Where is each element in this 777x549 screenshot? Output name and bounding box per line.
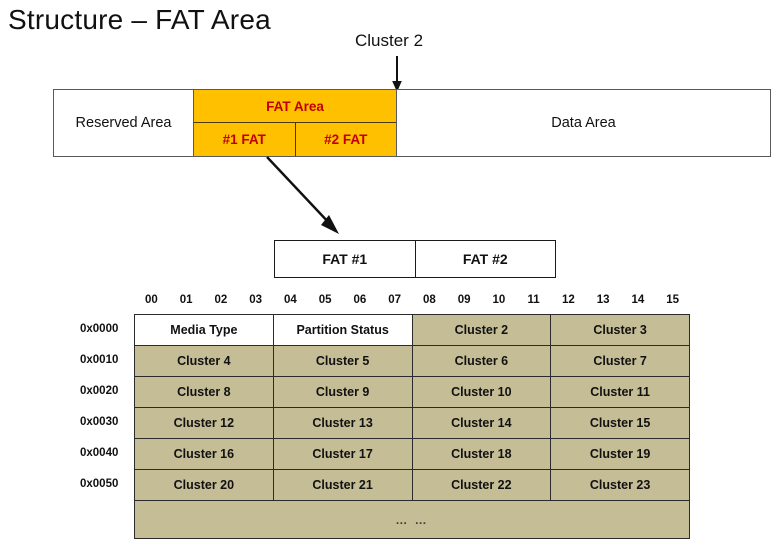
table-cell[interactable]: Cluster 14 xyxy=(411,407,552,439)
fat2-block[interactable]: #2 FAT xyxy=(296,123,397,156)
table-cell[interactable]: Cluster 17 xyxy=(272,438,413,470)
table-cell[interactable]: Cluster 19 xyxy=(550,438,690,470)
table-cell[interactable]: Cluster 12 xyxy=(134,407,274,439)
row-offset-label-0x0050: 0x0050 xyxy=(80,477,119,490)
column-header-13: 13 xyxy=(596,294,610,306)
data-area-label: Data Area xyxy=(551,115,616,131)
disk-structure-bar: Reserved Area FAT Area #1 FAT #2 FAT Dat… xyxy=(53,89,771,157)
column-header-05: 05 xyxy=(318,294,332,306)
row-offset-label-0x0030: 0x0030 xyxy=(80,415,119,428)
reserved-area-label: Reserved Area xyxy=(75,115,172,131)
table-cell[interactable]: Cluster 15 xyxy=(550,407,690,439)
table-cell[interactable]: Cluster 9 xyxy=(272,376,413,408)
column-header-08: 08 xyxy=(422,294,436,306)
fat-area-halves: #1 FAT #2 FAT xyxy=(194,123,396,156)
row-offset-label-0x0040: 0x0040 xyxy=(80,446,119,459)
table-cell[interactable]: Cluster 11 xyxy=(550,376,690,408)
row-offset-label-0x0010: 0x0010 xyxy=(80,353,119,366)
table-cell[interactable]: Cluster 5 xyxy=(272,345,413,377)
fat-pair-fat1-label: FAT #1 xyxy=(322,251,368,267)
row-offset-label-0x0020: 0x0020 xyxy=(80,384,119,397)
fat-pair-fat2-label: FAT #2 xyxy=(462,251,508,267)
table-cell[interactable]: Cluster 6 xyxy=(411,345,552,377)
fat-offset-table-wrapper: 00 01 02 03 04 05 06 07 08 09 10 11 12 13 14 15 Media T… xyxy=(80,294,692,539)
table-cell[interactable]: Cluster 20 xyxy=(134,469,274,501)
reserved-area-block[interactable]: Reserved Area xyxy=(54,90,194,156)
column-header-00: 00 xyxy=(144,294,158,306)
table-cell[interactable]: Cluster 4 xyxy=(134,345,274,377)
column-header-10: 10 xyxy=(492,294,506,306)
column-header-11: 11 xyxy=(527,294,540,306)
table-cell[interactable]: Cluster 8 xyxy=(134,376,274,408)
table-cell[interactable]: Cluster 7 xyxy=(550,345,690,377)
continuation-cell: … … xyxy=(134,500,690,539)
table-cell[interactable]: Partition Status xyxy=(272,314,413,346)
table-row-continuation: … … xyxy=(134,500,690,539)
fat1-block[interactable]: #1 FAT xyxy=(194,123,296,156)
diagonal-arrow-icon xyxy=(266,156,339,234)
column-header-01: 01 xyxy=(179,294,193,306)
column-header-06: 06 xyxy=(353,294,367,306)
fat-pair-cell-fat1[interactable]: FAT #1 xyxy=(275,241,416,277)
table-cell[interactable]: Cluster 10 xyxy=(411,376,552,408)
table-cell[interactable]: Cluster 18 xyxy=(411,438,552,470)
data-area-block[interactable]: Data Area xyxy=(397,90,770,156)
column-header-12: 12 xyxy=(561,294,575,306)
column-header-14: 14 xyxy=(631,294,645,306)
page-title: Structure – FAT Area xyxy=(8,4,271,35)
column-header-row: 00 01 02 03 04 05 06 07 08 09 10 11 12 13 14 15 xyxy=(134,294,690,314)
fat-area-block[interactable]: FAT Area #1 FAT #2 FAT xyxy=(194,90,397,156)
column-header-03: 03 xyxy=(249,294,263,306)
down-arrow-icon xyxy=(392,56,402,92)
fat-area-label: FAT Area xyxy=(266,98,324,114)
table-cell[interactable]: Cluster 23 xyxy=(550,469,690,501)
table-cell[interactable]: Cluster 3 xyxy=(550,314,690,346)
table-cell[interactable]: Cluster 21 xyxy=(272,469,413,501)
fat2-label: #2 FAT xyxy=(324,132,368,147)
cluster2-callout-label: Cluster 2 xyxy=(355,31,424,50)
table-cell[interactable]: Cluster 22 xyxy=(411,469,552,501)
fat1-label: #1 FAT xyxy=(222,132,266,147)
fat-pair-cell-fat2[interactable]: FAT #2 xyxy=(416,241,556,277)
column-header-07: 07 xyxy=(388,294,402,306)
table-cell[interactable]: Cluster 13 xyxy=(272,407,413,439)
fat-area-title: FAT Area xyxy=(194,90,396,123)
column-header-09: 09 xyxy=(457,294,471,306)
table-cell[interactable]: Cluster 2 xyxy=(411,314,552,346)
column-header-15: 15 xyxy=(666,294,680,306)
table-cell[interactable]: Cluster 16 xyxy=(134,438,274,470)
column-header-02: 02 xyxy=(214,294,228,306)
fat-pair-box: FAT #1 FAT #2 xyxy=(274,240,556,278)
row-offset-label-0x0000: 0x0000 xyxy=(80,322,119,335)
table-cell[interactable]: Media Type xyxy=(134,314,274,346)
column-header-04: 04 xyxy=(283,294,297,306)
